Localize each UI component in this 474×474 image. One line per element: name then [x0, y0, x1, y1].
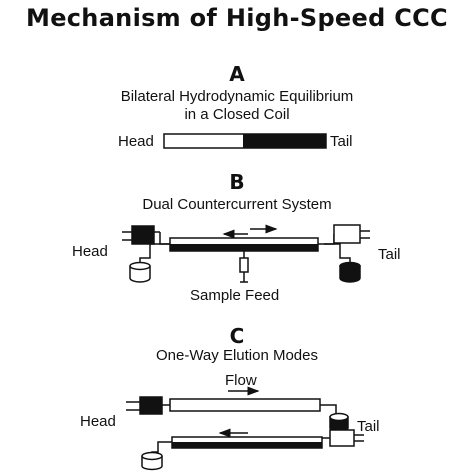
panel-c-system — [126, 386, 364, 471]
panel-c-letter: C — [229, 324, 245, 348]
panel-b-head-label: Head — [72, 243, 108, 260]
bottom-column-line — [141, 429, 364, 471]
diagram-title: Mechanism of High-Speed CCC — [26, 4, 448, 32]
panel-a-coil-bar — [163, 133, 327, 149]
panel-a-caption-line2: in a Closed Coil — [184, 106, 290, 123]
top-head-pump — [139, 396, 163, 415]
panel-c-flow-label: Flow — [225, 372, 257, 389]
top-tail-reservoir — [329, 412, 349, 422]
bottom-tail-pump — [329, 429, 355, 447]
panel-b-system — [122, 224, 370, 283]
panel-b-tail-label: Tail — [378, 246, 401, 263]
panel-c-caption: One-Way Elution Modes — [155, 347, 318, 364]
panel-a-letter: A — [229, 62, 245, 86]
panel-a-caption-line1: Bilateral Hydrodynamic Equilibrium — [120, 88, 354, 105]
panel-b-caption: Dual Countercurrent System — [142, 196, 332, 213]
top-column-tube — [169, 398, 321, 412]
panel-c-head-label: Head — [80, 413, 116, 430]
sample-feed-syringe — [239, 251, 249, 283]
panel-c-tail-label: Tail — [357, 418, 380, 435]
coil-heavy-phase — [243, 134, 326, 148]
panel-a-head-label: Head — [118, 133, 154, 150]
tail-reservoir — [324, 243, 361, 283]
panel-a-tail-label: Tail — [330, 133, 353, 150]
column-heavy-layer — [170, 244, 318, 251]
tail-pump — [324, 224, 370, 245]
panel-b-sample-feed-label: Sample Feed — [190, 287, 280, 304]
bottom-head-reservoir — [141, 451, 163, 461]
head-reservoir — [129, 243, 164, 283]
head-pump — [122, 225, 170, 245]
panel-b-letter: B — [229, 170, 245, 194]
top-column-line — [126, 396, 349, 433]
